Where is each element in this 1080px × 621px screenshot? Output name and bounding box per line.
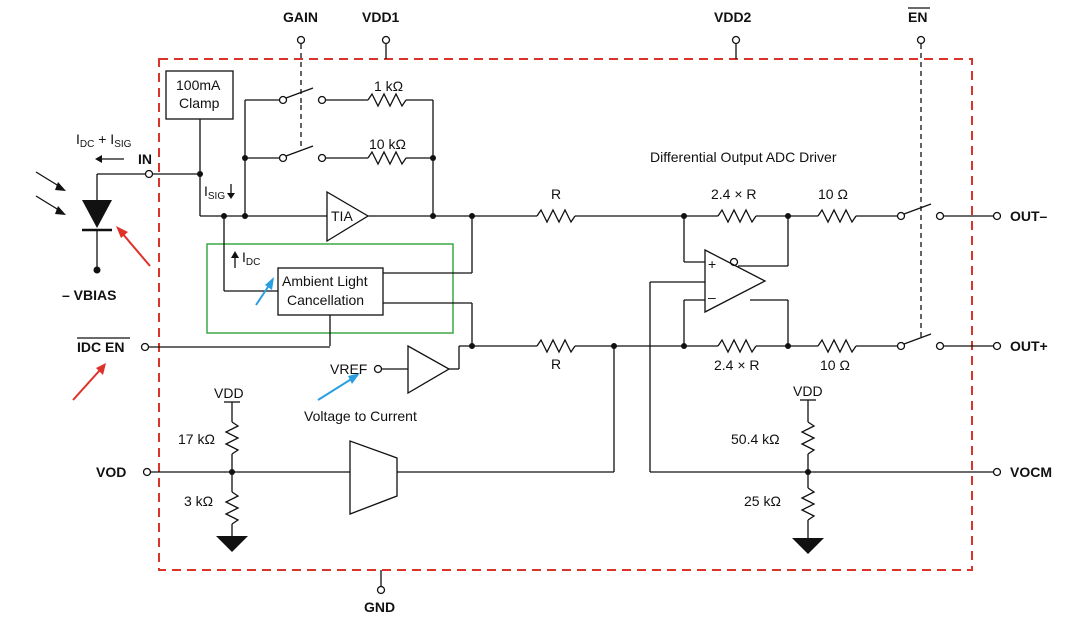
v2i-label: Voltage to Current <box>304 408 417 424</box>
voltage-to-current-block <box>349 440 398 515</box>
adc-driver-title: Differential Output ADC Driver <box>650 149 837 165</box>
resistor-r-bot-label: R <box>551 356 561 372</box>
opamp-plus-label: + <box>708 256 716 272</box>
clamp-label-2: Clamp <box>179 95 220 111</box>
resistor-24r-bot <box>717 338 757 354</box>
pin-gnd <box>376 585 386 595</box>
pin-vdd1 <box>381 35 391 59</box>
resistor-r-top <box>536 208 576 224</box>
tia-amplifier <box>326 190 370 243</box>
gain-switch-1 <box>245 87 368 105</box>
resistor-1k <box>367 92 407 108</box>
red-arrow-diode <box>116 226 151 267</box>
pin-en-label: EN <box>908 9 927 25</box>
pin-out-minus <box>992 211 1002 221</box>
vdd-right-label: VDD <box>793 383 823 399</box>
red-arrow-idc-en <box>72 363 106 401</box>
opamp-minus-label: – <box>708 289 716 305</box>
resistor-17k <box>224 421 240 455</box>
resistor-24r-top-label: 2.4 × R <box>711 186 757 202</box>
resistor-3k-label: 3 kΩ <box>184 493 213 509</box>
clamp-label-1: 100mA <box>176 77 221 93</box>
idc-label: IDC <box>242 249 260 268</box>
resistor-50k4 <box>800 421 816 455</box>
resistor-25k <box>800 487 816 521</box>
ground-symbol-left <box>216 536 248 552</box>
isig-label: ISIG <box>204 183 225 202</box>
vref-buffer <box>407 344 451 395</box>
pin-gain-label: GAIN <box>283 9 318 25</box>
resistor-17k-label: 17 kΩ <box>178 431 215 447</box>
pin-vbias-label: – VBIAS <box>62 287 116 303</box>
blue-arrow-vref <box>317 373 360 401</box>
alc-label-2: Cancellation <box>287 292 364 308</box>
resistor-25k-label: 25 kΩ <box>744 493 781 509</box>
pin-in <box>144 169 154 179</box>
resistor-24r-top <box>717 208 757 224</box>
pin-gnd-label: GND <box>364 599 395 615</box>
resistor-10k <box>367 150 407 166</box>
ground-symbol-right <box>792 538 824 554</box>
alc-label-1: Ambient Light <box>282 273 368 289</box>
pin-vocm <box>992 467 1002 477</box>
resistor-10ohm-bot <box>817 338 857 354</box>
chip-boundary <box>158 58 973 571</box>
photodiode <box>82 174 112 274</box>
resistor-3k <box>224 491 240 525</box>
resistor-24r-bot-label: 2.4 × R <box>714 357 760 373</box>
alc-block <box>277 267 384 316</box>
pin-out-plus-label: OUT+ <box>1010 338 1048 354</box>
resistor-r-bot <box>536 338 576 354</box>
vdd-left-label: VDD <box>214 385 244 401</box>
pin-vdd2-label: VDD2 <box>714 9 752 25</box>
pin-vod <box>142 467 152 477</box>
tia-label: TIA <box>331 208 353 224</box>
pin-out-plus <box>992 341 1002 351</box>
resistor-50k4-label: 50.4 kΩ <box>731 431 780 447</box>
pin-gain <box>296 35 306 150</box>
gain-switch-2 <box>245 145 368 163</box>
pin-out-minus-label: OUT– <box>1010 208 1048 224</box>
clamp-block <box>165 70 234 120</box>
resistor-10ohm-top <box>817 208 857 224</box>
pin-vdd1-label: VDD1 <box>362 9 400 25</box>
pin-vdd2 <box>731 35 741 59</box>
light-rays <box>35 171 66 215</box>
pin-vod-label: VOD <box>96 464 126 480</box>
pin-vocm-label: VOCM <box>1010 464 1052 480</box>
vref-label: VREF <box>330 361 367 377</box>
output-switch-plus <box>896 333 993 351</box>
output-switch-minus <box>896 203 993 221</box>
resistor-10ohm-bot-label: 10 Ω <box>820 357 850 373</box>
resistor-10ohm-top-label: 10 Ω <box>818 186 848 202</box>
pin-in-label: IN <box>138 151 152 167</box>
pin-idc-en <box>140 342 150 352</box>
resistor-r-top-label: R <box>551 186 561 202</box>
pin-en <box>916 35 926 340</box>
blue-arrow-alc <box>255 277 274 306</box>
pin-idc-en-label: IDC EN <box>77 339 124 355</box>
resistor-1k-label: 1 kΩ <box>374 78 403 94</box>
idc-isig-label: IDC + ISIG <box>76 131 132 150</box>
resistor-10k-label: 10 kΩ <box>369 136 406 152</box>
